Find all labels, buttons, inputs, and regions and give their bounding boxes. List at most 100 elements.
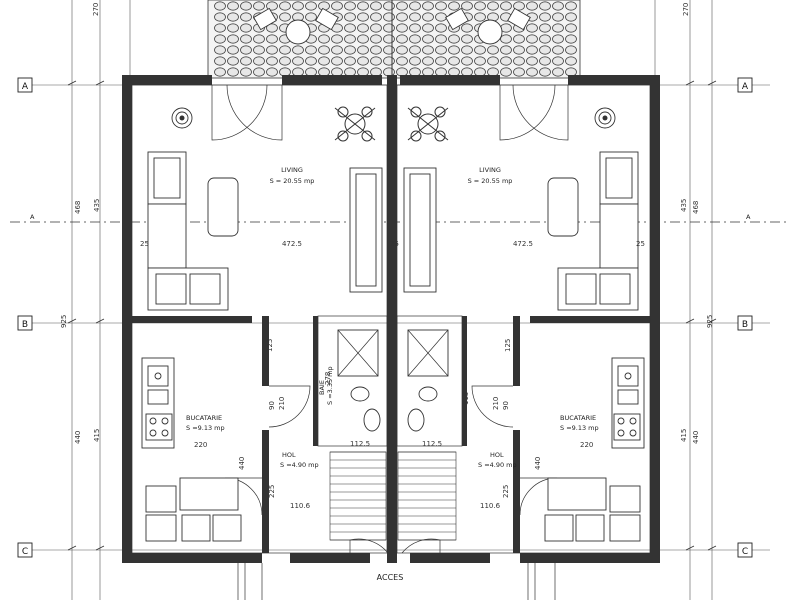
paving-stone	[214, 45, 226, 55]
entrance-steps	[237, 538, 556, 600]
grid-bubble-a-right: A	[737, 77, 753, 93]
paving-stone	[435, 23, 447, 33]
paving-stone	[539, 1, 551, 11]
room-area-kitchen-right: S =9.13 mp	[560, 424, 599, 432]
paving-stone	[305, 45, 317, 55]
paving-stone	[396, 23, 408, 33]
dim-door-w-right: 90	[502, 401, 510, 410]
paving-stone	[435, 34, 447, 44]
kitchen-counter-right	[611, 357, 645, 449]
paving-stone	[526, 56, 538, 66]
paving-stone	[370, 56, 382, 66]
paving-stone	[266, 67, 278, 77]
dim-kitchen-other-right: 440	[534, 457, 542, 470]
paving-stone	[474, 12, 486, 22]
exterior-walls	[122, 75, 660, 563]
paving-stone	[422, 12, 434, 22]
dim-width-living-left: 472.5	[282, 240, 302, 248]
paving-stone	[305, 12, 317, 22]
paving-stone	[370, 1, 382, 11]
paving-stone	[422, 67, 434, 77]
room-area-living-right: S = 20.55 mp	[468, 177, 513, 185]
paving-stone	[240, 34, 252, 44]
grid-bubble-c-left: C	[17, 542, 33, 558]
paving-stone	[422, 23, 434, 33]
paving-stone	[565, 1, 577, 11]
paving-stone	[552, 12, 564, 22]
paving-stone	[474, 67, 486, 77]
room-name-hall-left: HOL	[282, 451, 296, 459]
paving-stone	[487, 67, 499, 77]
grid-label-c-right: C	[742, 547, 748, 557]
paving-stone	[461, 34, 473, 44]
paving-stone	[396, 67, 408, 77]
section-mark-right: A	[746, 213, 751, 221]
paving-stone	[552, 56, 564, 66]
paving-stone	[448, 56, 460, 66]
paving-stone	[513, 1, 525, 11]
paving-stone	[552, 45, 564, 55]
paving-stone	[500, 67, 512, 77]
grid-label-b-right: B	[742, 320, 748, 330]
paving-stone	[565, 56, 577, 66]
paving-stone	[435, 67, 447, 77]
paving-stone	[435, 56, 447, 66]
paving-stone	[565, 45, 577, 55]
paving-stone	[292, 67, 304, 77]
paving-stone	[448, 45, 460, 55]
paving-stone	[279, 56, 291, 66]
paving-stone	[344, 12, 356, 22]
paving-stone	[396, 45, 408, 55]
tv-unit-left	[349, 167, 383, 293]
paving-stone	[409, 56, 421, 66]
room-name-kitchen-right: BUCATARIE	[560, 414, 596, 422]
plant-pot-left	[171, 107, 193, 129]
paving-stone	[474, 45, 486, 55]
paving-stone	[552, 67, 564, 77]
paving-stone	[253, 56, 265, 66]
paving-stone	[357, 34, 369, 44]
paving-stone	[526, 23, 538, 33]
room-area-kitchen-left: S =9.13 mp	[186, 424, 225, 432]
paving-stone	[240, 45, 252, 55]
dim-door-w-left: 90	[268, 401, 276, 410]
ornamental-plant-left	[334, 106, 376, 142]
grid-label-a-left: A	[22, 82, 29, 92]
paving-stone	[461, 67, 473, 77]
dim-top-left: 270	[92, 3, 100, 16]
stairs-right	[397, 451, 457, 541]
entrance-label: ACCES	[377, 573, 404, 582]
paving-stone	[552, 23, 564, 33]
paving-stone	[357, 67, 369, 77]
paving-stone	[461, 23, 473, 33]
room-name-living-right: LIVING	[479, 166, 501, 174]
coffee-table-left	[207, 177, 239, 237]
paving-stone	[539, 23, 551, 33]
stair-outline	[329, 451, 387, 541]
paving-stone	[565, 34, 577, 44]
paving-stone	[487, 45, 499, 55]
paving-stone	[474, 1, 486, 11]
paving-stone	[383, 23, 395, 33]
dim-hall-depth-right: 225	[502, 485, 510, 498]
room-area-hall-right: S =4.90 mp	[478, 461, 517, 469]
patio-table-right	[445, 7, 531, 45]
paving-stone	[266, 56, 278, 66]
paving-stone	[396, 1, 408, 11]
paving-stone	[526, 34, 538, 44]
dim-mid-left: 925	[60, 315, 68, 328]
paving-stone	[552, 1, 564, 11]
paving-stone	[318, 56, 330, 66]
paving-stone	[266, 45, 278, 55]
paving-stone	[370, 12, 382, 22]
dim-wall-3: 25	[636, 240, 645, 248]
plant-pot-right	[594, 107, 616, 129]
grid-bubble-a-left: A	[17, 77, 33, 93]
stairs-left	[329, 451, 387, 541]
paving-stone	[383, 56, 395, 66]
dim-lower-rise-left: 440	[74, 431, 82, 444]
paving-stone	[565, 12, 577, 22]
paving-stone	[318, 34, 330, 44]
dim-kitchen-depth-right: 125	[504, 339, 512, 352]
paving-stone	[396, 56, 408, 66]
